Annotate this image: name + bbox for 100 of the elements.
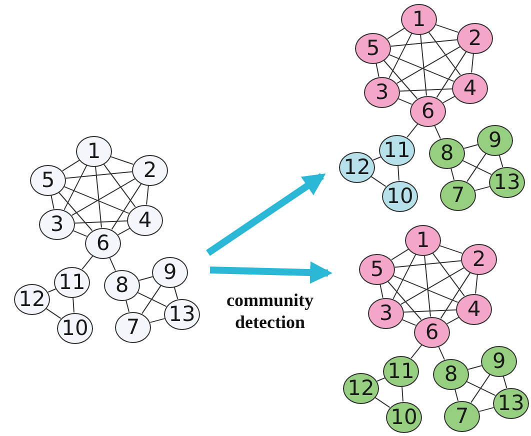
connector-line xyxy=(466,152,486,182)
node-number: 13 xyxy=(168,304,196,324)
connector-line xyxy=(464,144,478,149)
connector-line xyxy=(399,88,453,92)
node-number: 5 xyxy=(41,170,55,190)
caption-text: community detection xyxy=(226,289,314,333)
connector-line xyxy=(446,316,460,324)
connector-line xyxy=(103,164,136,208)
node-number: 2 xyxy=(143,160,157,180)
node-number: 2 xyxy=(468,28,482,48)
node-circle xyxy=(386,402,422,432)
node-number: 1 xyxy=(412,8,426,30)
connector-line xyxy=(137,292,167,307)
connector-line xyxy=(388,32,412,78)
node-number: 11 xyxy=(58,272,86,292)
node-circle xyxy=(379,134,415,166)
connector-line xyxy=(64,164,88,210)
node-circle xyxy=(164,298,200,330)
connector-line xyxy=(406,123,418,138)
node-circle xyxy=(405,224,441,256)
connector-line xyxy=(428,32,461,76)
node-circle xyxy=(456,294,492,324)
node-circle xyxy=(433,358,469,390)
node-number: 8 xyxy=(115,274,129,296)
connector-line xyxy=(400,267,465,305)
node-circle xyxy=(115,312,151,342)
connector-line xyxy=(435,24,459,33)
connector-line xyxy=(402,386,404,402)
node-circle xyxy=(132,154,168,186)
connector-line xyxy=(462,160,492,175)
node-number: 8 xyxy=(444,364,458,384)
node-number: 4 xyxy=(467,298,481,320)
connector-line xyxy=(48,288,56,293)
connector-line xyxy=(380,284,384,298)
connector-line xyxy=(118,228,130,236)
node-circle xyxy=(382,180,418,212)
connector-line xyxy=(450,168,455,180)
node-circle xyxy=(383,356,419,386)
connector-line xyxy=(436,51,467,98)
node-circle xyxy=(364,76,400,108)
node-circle xyxy=(14,284,50,314)
connector-line xyxy=(392,275,458,303)
node-circle xyxy=(489,166,525,198)
connector-line xyxy=(478,407,494,412)
connector-line xyxy=(72,296,74,314)
node-circle xyxy=(76,136,112,166)
node-number: 9 xyxy=(488,130,502,150)
node-circle xyxy=(343,372,379,404)
node-circle xyxy=(85,228,121,258)
connector-line xyxy=(46,308,62,319)
node-circle xyxy=(39,208,75,240)
node-circle xyxy=(339,152,375,182)
node-number: 6 xyxy=(421,100,435,122)
connector-line xyxy=(111,183,142,230)
node-circle xyxy=(152,256,188,288)
node-number: 11 xyxy=(388,360,414,382)
connector-line xyxy=(71,178,136,216)
connector-line xyxy=(383,60,418,100)
connector-line xyxy=(468,365,482,370)
node-number: 7 xyxy=(451,184,465,206)
node-number: 11 xyxy=(384,140,410,160)
connector-line xyxy=(372,156,382,161)
connector-line xyxy=(58,192,93,232)
node-number: 9 xyxy=(163,262,177,282)
node-number: 12 xyxy=(348,378,374,398)
connector-line xyxy=(434,124,441,140)
connector-line xyxy=(50,194,54,210)
node-number: 8 xyxy=(440,142,454,164)
node-circle xyxy=(57,312,93,344)
connector-line xyxy=(388,54,454,82)
node-number: 12 xyxy=(18,288,46,310)
node-circle xyxy=(127,204,163,236)
node-number: 10 xyxy=(386,186,414,206)
node-circle xyxy=(477,124,513,156)
node-number: 12 xyxy=(344,156,370,178)
connector-line xyxy=(403,309,457,313)
connector-line xyxy=(146,184,149,206)
connector-line xyxy=(387,28,405,40)
node-circle xyxy=(461,244,497,274)
connector-line xyxy=(72,230,88,237)
node-number: 7 xyxy=(126,316,140,338)
node-number: 3 xyxy=(50,214,64,234)
connector-line xyxy=(470,374,490,404)
connector-line xyxy=(376,377,386,382)
node-number: 13 xyxy=(494,172,520,192)
node-number: 7 xyxy=(455,406,469,426)
connector-line xyxy=(398,164,400,182)
connector-line xyxy=(474,186,490,191)
node-circle xyxy=(452,72,488,104)
connector-line xyxy=(376,62,380,78)
connector-line xyxy=(471,52,474,74)
node-number: 3 xyxy=(379,302,393,324)
node-circle xyxy=(359,254,395,284)
connector-line xyxy=(142,284,162,314)
connector-line xyxy=(109,256,116,272)
node-number: 5 xyxy=(370,258,384,280)
connector-line xyxy=(95,166,102,228)
connector-line xyxy=(392,254,416,300)
connector-line xyxy=(454,388,459,402)
connector-line xyxy=(420,34,427,96)
